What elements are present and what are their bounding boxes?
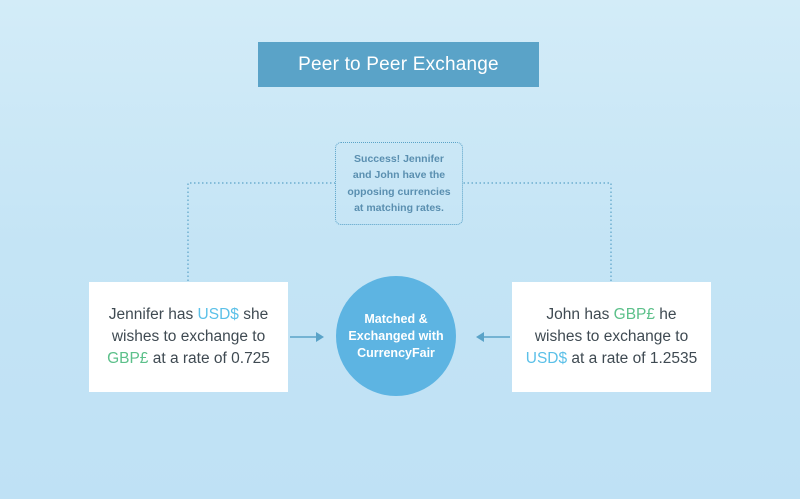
connector-left-dotted bbox=[187, 182, 335, 281]
success-note: Success! Jennifer and John have the oppo… bbox=[335, 142, 463, 225]
title-banner: Peer to Peer Exchange bbox=[258, 42, 539, 87]
title-text: Peer to Peer Exchange bbox=[298, 53, 499, 75]
john-text-1: John has bbox=[546, 306, 614, 323]
jennifer-description: Jennifer has USD$ she wishes to exchange… bbox=[101, 304, 276, 370]
john-card: John has GBP£ he wishes to exchange to U… bbox=[512, 282, 711, 392]
john-currency-have: GBP£ bbox=[613, 306, 655, 323]
john-description: John has GBP£ he wishes to exchange to U… bbox=[522, 304, 701, 370]
matched-exchange-circle: Matched & Exchanged with CurrencyFair bbox=[336, 276, 456, 396]
john-currency-want: USD$ bbox=[525, 350, 568, 367]
matched-exchange-label: Matched & Exchanged with CurrencyFair bbox=[348, 311, 444, 360]
jennifer-text-3: at a rate of 0.725 bbox=[148, 350, 270, 367]
connector-right-dotted bbox=[463, 182, 612, 281]
jennifer-text-1: Jennifer has bbox=[108, 306, 198, 323]
jennifer-currency-want: GBP£ bbox=[107, 350, 149, 367]
john-text-3: at a rate of 1.2535 bbox=[567, 350, 698, 367]
jennifer-text-2: she wishes to exchange to bbox=[111, 306, 269, 345]
arrow-right-icon bbox=[290, 332, 324, 342]
success-note-text: Success! Jennifer and John have the oppo… bbox=[347, 152, 451, 215]
arrow-left-icon bbox=[476, 332, 510, 342]
john-text-2: he wishes to exchange to bbox=[534, 306, 689, 345]
jennifer-card: Jennifer has USD$ she wishes to exchange… bbox=[89, 282, 288, 392]
jennifer-currency-have: USD$ bbox=[197, 306, 239, 323]
